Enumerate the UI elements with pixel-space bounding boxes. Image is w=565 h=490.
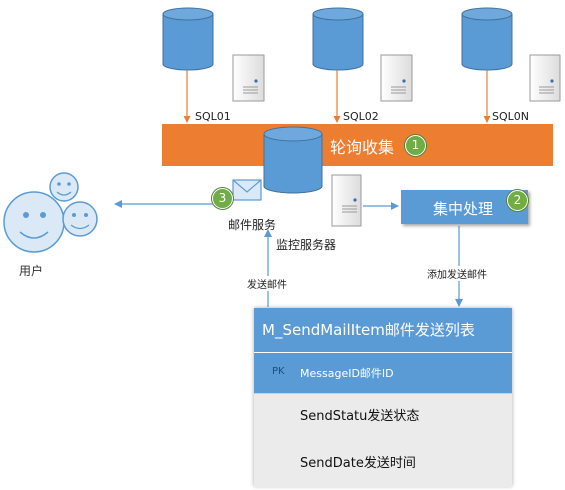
sql02-server-icon [380, 54, 413, 102]
sql02-database-icon [312, 7, 364, 71]
step-3-badge: 3 [212, 188, 233, 209]
sql0n-server-icon [529, 54, 561, 102]
table-field: SendDate发送时间 [300, 456, 416, 471]
polling-banner [162, 124, 553, 166]
mail-envelope-icon [232, 179, 262, 201]
monitor-server-icon [331, 174, 362, 227]
pk-label: PK [272, 366, 285, 377]
user-icon [3, 172, 98, 253]
step-1-badge: 1 [405, 135, 426, 156]
send-mail-item-table: M_SendMailItem邮件发送列表 PK MessageID邮件ID Se… [254, 308, 512, 487]
step-2-badge: 2 [507, 190, 528, 211]
sql0n-database-icon [461, 7, 513, 71]
table-key-row: PK MessageID邮件ID [254, 353, 512, 393]
sql01-server-icon [232, 54, 265, 102]
key-field: MessageID邮件ID [300, 367, 394, 380]
mail-service-label: 邮件服务 [228, 218, 277, 232]
add-mail-edge-label: 添加发送邮件 [427, 266, 487, 281]
user-label: 用户 [19, 264, 44, 278]
send-mail-edge-label: 发送邮件 [247, 276, 287, 291]
sql0n-label: SQL0N [492, 110, 529, 123]
table-title: M_SendMailItem邮件发送列表 [262, 321, 475, 339]
central-processing-box [401, 190, 528, 224]
sql01-label: SQL01 [195, 110, 231, 123]
central-processing-label: 集中处理 [433, 200, 494, 218]
table-fields: SendStatu发送状态 SendDate发送时间 [254, 393, 512, 487]
table-field: SendStatu发送状态 [300, 409, 420, 424]
polling-label: 轮询收集 [330, 138, 395, 157]
monitor-server-label: 监控服务器 [276, 238, 337, 252]
sql02-label: SQL02 [343, 110, 379, 123]
table-header: M_SendMailItem邮件发送列表 [254, 308, 512, 353]
sql01-database-icon [162, 7, 214, 71]
